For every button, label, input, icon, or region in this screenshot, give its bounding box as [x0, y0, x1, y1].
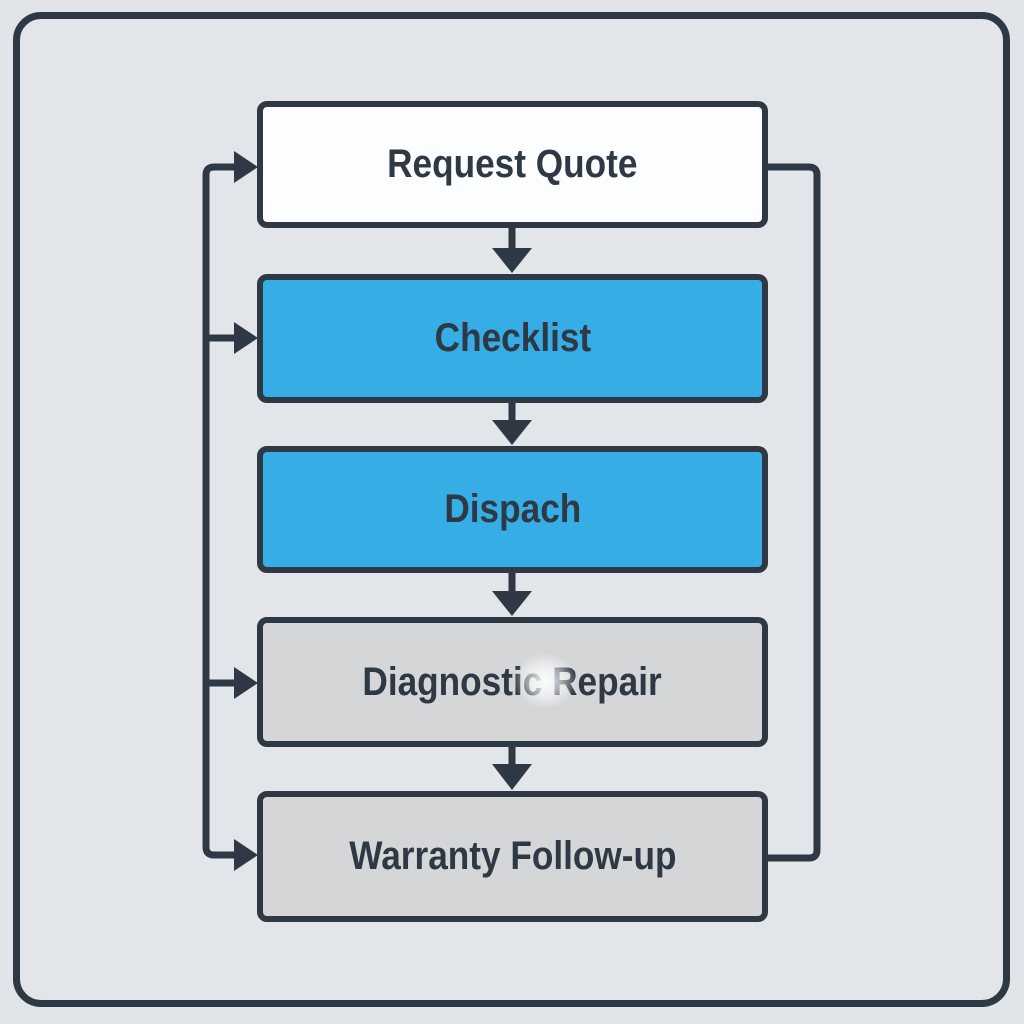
node-dispach-label: Dispach [444, 487, 581, 531]
node-diagnostic-repair: Diagnostic Repair [257, 617, 768, 747]
right-return-line [766, 163, 821, 862]
node-warranty-follow-up: Warranty Follow-up [257, 791, 768, 922]
node-checklist: Checklist [257, 274, 768, 403]
arrowhead-into-diagnostic-repair [234, 667, 258, 699]
arrowhead-down-1 [492, 248, 532, 273]
arrowhead-down-4 [492, 764, 532, 790]
node-warranty-follow-up-label: Warranty Follow-up [348, 834, 677, 878]
node-diagnostic-repair-label: Diagnostic Repair [362, 659, 663, 704]
node-request-quote: Request Quote [257, 101, 768, 228]
arrowhead-down-3 [492, 591, 532, 616]
arrowhead-into-checklist [234, 322, 258, 354]
arrowhead-into-warranty-follow-up [234, 839, 258, 871]
node-request-quote-label: Request Quote [387, 142, 638, 186]
node-checklist-label: Checklist [434, 316, 591, 360]
node-dispach: Dispach [257, 446, 768, 573]
left-feed-line [202, 163, 238, 859]
arrowhead-down-2 [492, 420, 532, 445]
arrowhead-into-request-quote [234, 151, 258, 183]
